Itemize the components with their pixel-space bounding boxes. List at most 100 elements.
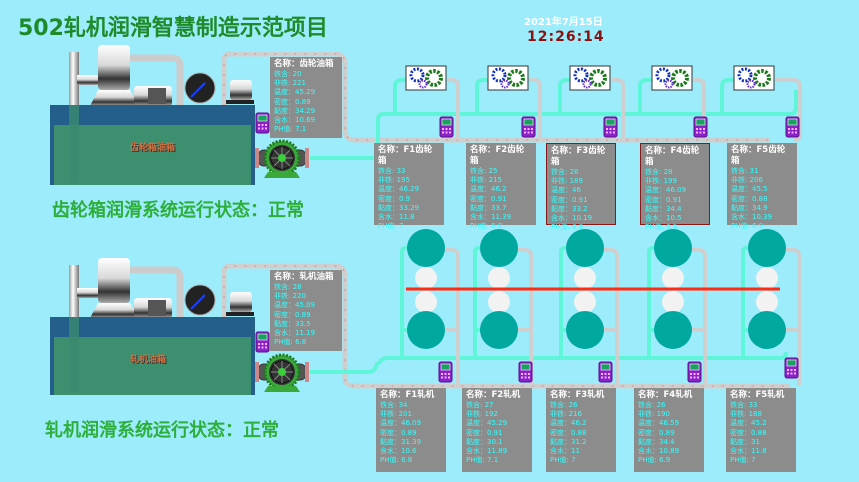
panel-row: 含水：10.19 — [551, 214, 593, 223]
upper-work-roll — [662, 267, 684, 289]
mill-tank-label: 轧机油箱 — [130, 355, 167, 365]
meter-f4-mill — [687, 361, 702, 383]
panel-name: 名称：F1轧机 — [380, 390, 435, 400]
meter-f1-mill — [438, 361, 453, 383]
panel-row: 黏度：31 — [730, 437, 760, 446]
panel-row: 非铁: 215 — [470, 176, 502, 185]
upper-backup-roll — [654, 229, 692, 267]
meter-f3-mill — [598, 361, 613, 383]
suction-pipe — [69, 52, 79, 142]
gearbox-f2-icon — [486, 64, 530, 92]
panel-row: 温度：46.29 — [378, 185, 420, 194]
panel-row: 非铁: 189 — [551, 177, 583, 186]
panel-row: 黏度：33.7 — [470, 203, 507, 212]
panel-name: 名称：F4轧机 — [638, 390, 693, 400]
panel-row: 含水：11 — [550, 447, 580, 456]
panel-row: 含水：10.69 — [274, 116, 316, 125]
panel-row: 黏度：34.4 — [645, 204, 682, 213]
panel-row: 黏度：33.2 — [551, 204, 588, 213]
panel-row: 铁含: 33 — [378, 167, 406, 175]
mill-system-status: 轧机润滑系统运行状态：正常 — [45, 420, 279, 441]
page-title: 502轧机润滑智慧制造示范项目 — [18, 16, 328, 41]
pressure-gauge-2 — [184, 284, 216, 316]
panel-row: 温度：46.09 — [645, 186, 687, 195]
panel-row: 密度：0.88 — [730, 428, 767, 437]
panel-name: 名称：轧机油箱 — [274, 272, 334, 282]
panel-row: 含水：10.5 — [645, 214, 682, 223]
panel-row: 非铁: 201 — [380, 410, 412, 419]
panel-row: PH值: 6.8 — [380, 456, 413, 465]
panel-row: 非铁: 192 — [466, 410, 498, 419]
panel-row: 黏度：34.9 — [731, 203, 768, 212]
panel-name: 名称：F4齿轮箱 — [645, 146, 700, 167]
panel-row: 非铁: 216 — [550, 410, 582, 419]
pressure-gauge — [184, 72, 216, 104]
panel-name: 名称：F2轧机 — [466, 390, 521, 400]
panel-row: 温度：45.5 — [731, 185, 768, 194]
lower-backup-roll — [407, 311, 445, 349]
upper-work-roll — [415, 267, 437, 289]
gearbox-f4-icon — [650, 64, 694, 92]
panel-row: 温度：46.2 — [470, 185, 507, 194]
panel-row: PH值: 6.9 — [731, 222, 764, 231]
panel-row: PH值: 7.1 — [274, 125, 307, 134]
gearbox-tank-label: 齿轮箱油箱 — [130, 143, 176, 153]
panel-row: 非铁: 190 — [638, 410, 670, 419]
meter-tank-mill — [255, 331, 270, 353]
roll-stand-f5 — [741, 229, 801, 386]
meter-f2-gear — [521, 116, 536, 138]
panel-row: PH值: 7 — [550, 456, 576, 465]
panel-name: 名称：F5齿轮箱 — [731, 145, 786, 166]
panel-row: 铁含: 27 — [466, 401, 494, 409]
panel-row: 密度：0.88 — [731, 194, 768, 203]
panel-row: 含水：11.89 — [466, 447, 508, 456]
oil-pump-2 — [253, 353, 311, 394]
panel-row: 黏度：31.39 — [380, 437, 422, 446]
lower-work-roll — [574, 291, 596, 313]
gearbox-tank-panel: 名称：齿轮油箱 铁含: 20 非铁: 221 温度：45.29 密度：0.89 … — [270, 57, 342, 138]
panel-row: PH值: 6.9 — [645, 223, 678, 232]
panel-row: 铁含: 33 — [730, 401, 758, 409]
roll-stand-f1 — [400, 229, 460, 386]
gearbox-f3-icon — [568, 64, 612, 92]
panel-name: 名称：F2齿轮箱 — [470, 145, 525, 166]
panel-row: 铁含: 25 — [470, 167, 498, 175]
panel-row: 含水：11.8 — [378, 213, 415, 222]
panel-name: 名称：齿轮油箱 — [274, 59, 334, 69]
panel-row: 密度：0.91 — [551, 195, 588, 204]
panel-name: 名称：F3齿轮箱 — [551, 146, 606, 167]
time-display: 12:26:14 — [527, 29, 605, 45]
oil-pump — [253, 139, 311, 180]
panel-row: 密度：0.91 — [645, 195, 682, 204]
meter-f4-gear — [693, 116, 708, 138]
panel-row: 铁含: 26 — [638, 401, 666, 409]
panel-row: 含水：10.89 — [638, 447, 680, 456]
panel-row: 非铁: 220 — [274, 292, 306, 301]
panel-row: 含水：10.6 — [380, 447, 417, 456]
gearbox-system-status: 齿轮箱润滑系统运行状态：正常 — [52, 200, 304, 221]
panel-row: 黏度：31.2 — [550, 437, 587, 446]
panel-row: PH值: 6.8 — [470, 222, 503, 231]
meter-tank-gear — [255, 112, 270, 134]
panel-row: 非铁: 195 — [378, 176, 410, 185]
panel-row: 铁含: 26 — [551, 168, 579, 176]
panel-row: 黏度：34.29 — [274, 106, 316, 115]
panel-row: 温度：45.2 — [730, 419, 767, 428]
meter-f1-gear — [439, 116, 454, 138]
gearbox-f5-icon — [732, 64, 776, 92]
panel-name: 名称：F5轧机 — [730, 390, 785, 400]
panel-row: 黏度：34.4 — [638, 437, 675, 446]
panel-row: 密度：0.88 — [550, 428, 587, 437]
panel-row: 密度：0.89 — [380, 428, 417, 437]
panel-row: 温度：46.2 — [550, 419, 587, 428]
